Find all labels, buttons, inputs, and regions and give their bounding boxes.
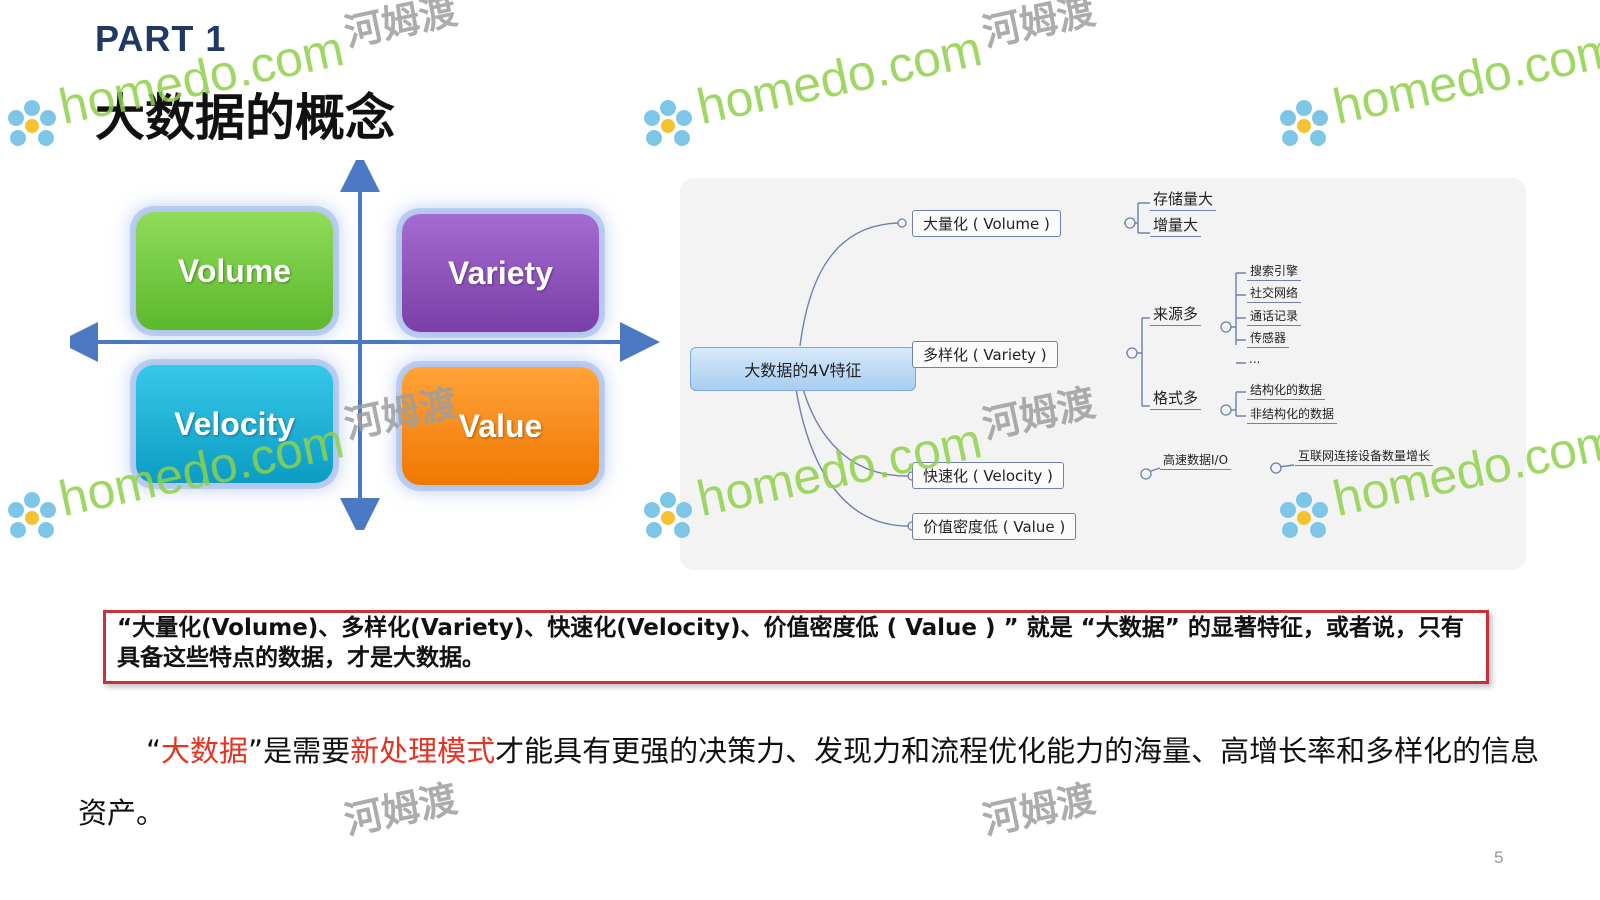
mindmap-variety-formats-label: 格式多 xyxy=(1150,387,1202,410)
mindmap-value-node: 价值密度低 ( Value ) xyxy=(912,513,1077,540)
variety-quadrant: Variety xyxy=(402,214,599,332)
page-title: 大数据的概念 xyxy=(95,89,395,147)
mindmap-source-item: ... xyxy=(1249,352,1261,366)
callout-box xyxy=(103,610,1489,684)
watermark-flower-icon xyxy=(8,492,56,538)
velocity-quadrant: Velocity xyxy=(136,365,333,483)
mindmap-velocity-grandchild: 互联网连接设备数量增长 xyxy=(1295,447,1434,466)
mindmap-root-node: 大数据的4V特征 xyxy=(690,347,916,391)
mindmap-source-item: 传感器 xyxy=(1247,329,1290,348)
definition-text-1: ”是需要 xyxy=(248,734,351,768)
definition-highlight: 新处理模式 xyxy=(350,734,496,768)
watermark-text-cn: 河姆渡 xyxy=(340,0,462,56)
definition-term: 大数据 xyxy=(161,734,249,768)
watermark-flower-icon xyxy=(8,100,56,146)
volume-quadrant: Volume xyxy=(136,212,333,330)
mindmap-source-item: 社交网络 xyxy=(1247,284,1302,303)
watermark-flower-icon xyxy=(1280,100,1328,146)
definition-paragraph: “大数据”是需要新处理模式才能具有更强的决策力、发现力和流程优化能力的海量、高增… xyxy=(78,720,1558,844)
mindmap-variety-node: 多样化 ( Variety ) xyxy=(912,341,1058,368)
mindmap-source-item: 通话记录 xyxy=(1247,307,1302,326)
mindmap-volume-child-2: 增量大 xyxy=(1150,214,1202,237)
quadrant-axes xyxy=(70,160,660,530)
mindmap-velocity-node: 快速化 ( Velocity ) xyxy=(912,462,1064,489)
mindmap-volume-node: 大量化 ( Volume ) xyxy=(912,210,1061,237)
watermark-text-en: homedo.com xyxy=(692,20,987,136)
mindmap-format-item: 非结构化的数据 xyxy=(1247,405,1338,424)
watermark-text-en: homedo.com xyxy=(1328,20,1600,136)
value-quadrant: Value xyxy=(402,367,599,485)
mindmap-velocity-child: 高速数据I/O xyxy=(1160,451,1232,470)
mindmap-variety-sources-label: 来源多 xyxy=(1150,303,1202,326)
callout-text: “大量化(Volume)、多样化(Variety)、快速化(Velocity)、… xyxy=(117,615,1464,671)
mindmap-volume-child-1: 存储量大 xyxy=(1150,188,1217,211)
watermark-flower-icon xyxy=(644,100,692,146)
definition-text-2: 才能具有更强的决策力、发现力和流程优化能力的海量、高增长率和多样化的信息资产。 xyxy=(78,734,1540,830)
definition-open-quote: “ xyxy=(146,734,162,768)
watermark-text-cn: 河姆渡 xyxy=(978,0,1100,56)
mindmap-format-item: 结构化的数据 xyxy=(1247,381,1326,400)
page-number: 5 xyxy=(1494,848,1504,867)
part-label: PART 1 xyxy=(95,18,227,59)
mindmap-source-item: 搜索引擎 xyxy=(1247,262,1302,281)
